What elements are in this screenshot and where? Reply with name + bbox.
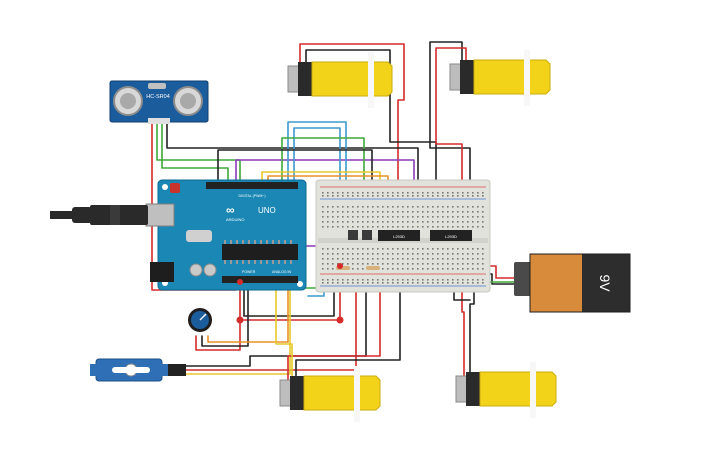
usb-port xyxy=(145,203,175,227)
arduino-uno[interactable]: DIGITAL (PWM~) ∞ UNO ARDUINO POWER ANALO… xyxy=(145,179,307,291)
dc-motor-bottom-right[interactable] xyxy=(455,362,557,418)
resistor xyxy=(366,266,380,270)
wire-servo-yellow[interactable] xyxy=(185,283,291,375)
power-jack xyxy=(150,262,174,282)
wire-motor-tl-red[interactable] xyxy=(299,43,405,206)
wire-motor-bl-black[interactable] xyxy=(295,291,401,383)
wire-motor-br-red[interactable] xyxy=(461,275,465,379)
potentiometer[interactable] xyxy=(188,308,212,332)
l293d-left[interactable] xyxy=(378,230,420,241)
arduino-brand: ARDUINO xyxy=(226,217,244,222)
wire-pot-black[interactable] xyxy=(201,283,249,347)
wire-d-green[interactable] xyxy=(281,137,365,221)
breadboard-holes xyxy=(322,192,484,284)
capacitor xyxy=(203,263,217,277)
wire-battery-red[interactable] xyxy=(487,265,517,279)
servo-motor[interactable] xyxy=(90,358,186,382)
wire-d-black2[interactable] xyxy=(217,149,373,183)
dc-motor-top-left[interactable] xyxy=(287,52,393,108)
wire-motor-bl-yellow[interactable] xyxy=(275,281,293,383)
power-label: POWER xyxy=(242,270,256,274)
dc-motor-bottom-left[interactable] xyxy=(279,366,381,422)
l293d-right[interactable] xyxy=(430,230,472,241)
digital-header xyxy=(206,182,298,189)
dc-motor-top-right[interactable] xyxy=(449,50,551,106)
junctions xyxy=(236,263,344,324)
wire-motor-tr-black[interactable] xyxy=(429,41,471,201)
usb-cable xyxy=(50,205,148,225)
wire-servo-red[interactable] xyxy=(185,283,357,371)
pushbutton[interactable] xyxy=(348,230,358,240)
arduino-logo: ∞ xyxy=(226,203,235,217)
wire-servo-black[interactable] xyxy=(185,289,367,367)
chip-pins xyxy=(224,240,292,264)
battery-label: 9V xyxy=(597,274,613,292)
l293d-left-label: L293D xyxy=(393,234,405,239)
wire-motor-bl-red[interactable] xyxy=(287,269,381,383)
wire-sensor-black[interactable] xyxy=(166,123,419,205)
wire-motor-tl-black[interactable] xyxy=(305,49,437,206)
ultrasonic-sensor[interactable]: HC-SR04 xyxy=(109,80,209,124)
sensor-label: HC-SR04 xyxy=(146,94,170,100)
battery-9v[interactable]: 9V xyxy=(514,253,631,313)
wire-pot-red[interactable] xyxy=(195,319,241,351)
wire-d-blue2[interactable] xyxy=(293,127,341,207)
reset-button[interactable] xyxy=(170,183,180,193)
wire-motor-tr-red[interactable] xyxy=(435,47,467,201)
wire-pot-orange[interactable] xyxy=(207,281,289,343)
l293d-right-label: L293D xyxy=(445,234,457,239)
digital-label: DIGITAL (PWM~) xyxy=(238,194,265,198)
atmega-chip xyxy=(222,244,298,260)
pushbutton[interactable] xyxy=(362,230,372,240)
wire-d-blue1[interactable] xyxy=(287,121,347,207)
wire-power-black[interactable] xyxy=(243,269,335,317)
power-header xyxy=(222,276,298,283)
capacitor xyxy=(189,263,203,277)
uno-label: UNO xyxy=(258,206,276,215)
wire-sensor-green2[interactable] xyxy=(161,123,229,183)
wire-sensor-green1[interactable] xyxy=(156,123,241,183)
analog-label: ANALOG IN xyxy=(272,270,292,274)
breadboard[interactable]: L293D L293D xyxy=(315,179,491,293)
